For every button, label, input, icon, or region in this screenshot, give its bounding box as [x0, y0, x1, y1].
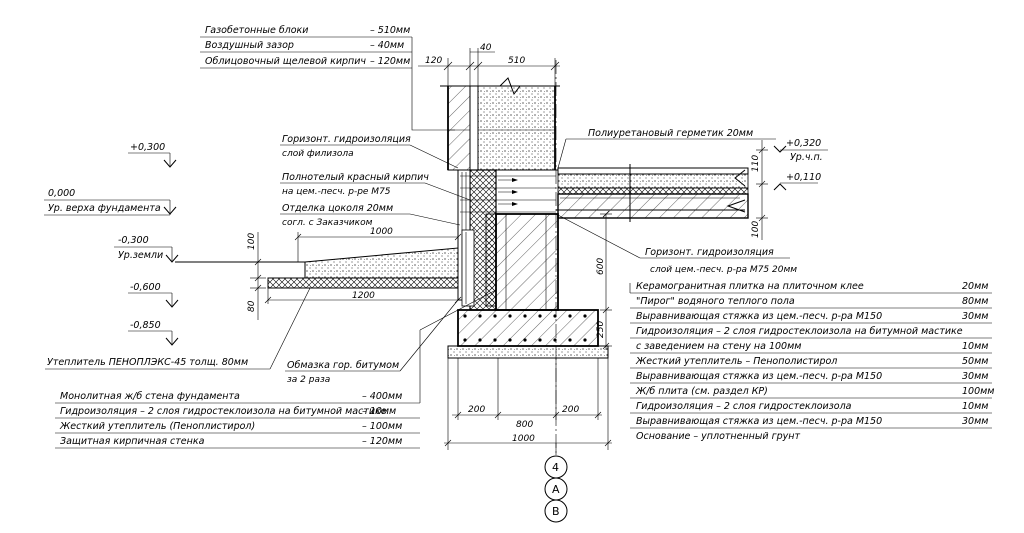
callout-bitumen-1: Обмазка гор. битумом	[287, 360, 399, 371]
dim-1200: 1200	[352, 291, 375, 301]
callouts: Горизонт. гидроизоляция слой филизола По…	[45, 128, 797, 385]
floor-spec-value-6: 30мм	[962, 371, 988, 382]
level-zero-value: 0,000	[48, 188, 75, 199]
level-p0110: +0,110	[786, 172, 821, 183]
dim-510: 510	[508, 56, 525, 66]
callout-plinth-finish-1: Отделка цоколя 20мм	[282, 203, 393, 214]
dim-100-right: 100	[751, 221, 761, 238]
floor-spec-name-7: Ж/б плита (см. раздел КР)	[635, 386, 768, 397]
level-p0300: +0,300	[130, 142, 165, 153]
top-dimensions: 120 40 510	[418, 43, 560, 86]
floor-spec-name-4: с заведением на стену на 100мм	[636, 341, 801, 352]
blind-area	[175, 247, 459, 289]
axis-markers: 4 А В	[544, 60, 568, 523]
dim-1000-bottom: 1000	[512, 434, 535, 444]
floor-spec-name-0: Керамогранитная плитка на плиточном клее	[636, 281, 864, 292]
callout-full-brick-1: Полнотелый красный кирпич	[282, 172, 429, 183]
floor-slab	[556, 164, 749, 222]
foundation-spec-name-0: Монолитная ж/б стена фундамента	[60, 391, 240, 402]
level-marks: +0,300 0,000 Ур. верха фундамента -0,300…	[44, 138, 828, 346]
wall-spec-name-0: Газобетонные блоки	[205, 25, 308, 36]
callout-plinth-finish-2: согл. с Заказчиком	[282, 218, 373, 228]
foundation-wall	[447, 213, 609, 359]
floor-spec-table: Керамогранитная плитка на плиточном клее…	[629, 281, 994, 442]
floor-spec-name-10: Основание – уплотненный грунт	[636, 431, 800, 442]
dim-250: 250	[596, 321, 606, 338]
callout-horiz-waterproof-1b: слой филизола	[282, 149, 354, 159]
foundation-spec-name-1: Гидроизоляция – 2 слоя гидростеклоизола …	[60, 406, 387, 417]
level-p0320-label: Ур.ч.п.	[790, 152, 823, 163]
foundation-spec-value-2: – 100мм	[362, 421, 402, 432]
level-m0300-label: Ур.земли	[118, 250, 163, 261]
foundation-spec-value-0: – 400мм	[362, 391, 402, 402]
foundation-spec-table: Монолитная ж/б стена фундамента – 400мм …	[55, 289, 497, 449]
floor-spec-name-9: Выравнивающая стяжка из цем.-песч. р-ра …	[636, 416, 882, 427]
wall-spec-value-0: – 510мм	[370, 25, 410, 36]
floor-spec-value-8: 10мм	[962, 401, 988, 412]
upper-wall	[440, 77, 560, 171]
floor-spec-value-0: 20мм	[962, 281, 988, 292]
dim-200-right: 200	[562, 405, 579, 415]
level-m0850: -0,850	[130, 320, 161, 331]
wall-spec-name-1: Воздушный зазор	[205, 40, 294, 51]
dim-600: 600	[596, 258, 606, 275]
wall-spec-name-2: Облицовочный щелевой кирпич	[205, 56, 366, 67]
callout-horiz-waterproof-2b: слой цем.-песч. р-ра М75 20мм	[650, 265, 797, 275]
callout-full-brick-2: на цем.-песч. р-ре М75	[282, 187, 391, 197]
callout-horiz-waterproof-2: Горизонт. гидроизоляция	[645, 247, 774, 258]
floor-spec-value-2: 30мм	[962, 311, 988, 322]
dim-1000-top: 1000	[370, 227, 393, 237]
callout-insulation: Утеплитель ПЕНОПЛЭКС-45 толщ. 80мм	[47, 357, 248, 368]
axis-label-2: В	[552, 505, 560, 518]
foundation-spec-name-2: Жесткий утеплитель (Пеноплистирол)	[59, 421, 255, 432]
floor-spec-value-1: 80мм	[962, 296, 988, 307]
callout-bitumen-2: за 2 раза	[287, 375, 330, 385]
dim-120: 120	[425, 56, 442, 66]
dim-110: 110	[751, 155, 761, 172]
floor-spec-value-4: 10мм	[962, 341, 988, 352]
callout-sealant: Полиуретановый герметик 20мм	[588, 128, 753, 139]
dim-800: 800	[516, 420, 533, 430]
wall-spec-value-2: – 120мм	[370, 56, 410, 67]
axis-label-1: А	[552, 483, 560, 496]
floor-spec-value-7: 100мм	[962, 386, 994, 397]
dimensions: 1000 1200 100 80 600 250 11	[247, 140, 768, 450]
floor-spec-name-6: Выравнивающая стяжка из цем.-песч. р-ра …	[636, 371, 882, 382]
floor-spec-value-9: 30мм	[962, 416, 988, 427]
level-m0300-value: -0,300	[118, 235, 149, 246]
dim-200-left: 200	[468, 405, 485, 415]
wall-spec-table: Газобетонные блоки – 510мм Воздушный заз…	[200, 25, 455, 131]
floor-spec-name-1: "Пирог" водяного теплого пола	[636, 296, 795, 307]
floor-spec-name-2: Выравнивающая стяжка из цем.-песч. р-ра …	[636, 311, 882, 322]
level-zero-label: Ур. верха фундамента	[48, 203, 161, 214]
axis-label-0: 4	[552, 461, 559, 474]
floor-spec-value-5: 50мм	[962, 356, 988, 367]
level-p0320-value: +0,320	[786, 138, 821, 149]
callout-horiz-waterproof-1: Горизонт. гидроизоляция	[282, 134, 411, 145]
wall-spec-value-1: – 40мм	[370, 40, 404, 51]
foundation-spec-name-3: Защитная кирпичная стенка	[60, 436, 205, 447]
dim-40: 40	[480, 43, 492, 53]
level-m0600: -0,600	[130, 282, 161, 293]
foundation-spec-value-1: – 10мм	[362, 406, 396, 417]
floor-spec-name-5: Жесткий утеплитель – Пенополистирол	[635, 356, 837, 367]
dim-80-left: 80	[247, 300, 257, 312]
foundation-spec-value-3: – 120мм	[362, 436, 402, 447]
floor-spec-name-8: Гидроизоляция – 2 слоя гидростеклоизола	[636, 401, 852, 412]
dim-100-left: 100	[247, 233, 257, 250]
floor-spec-name-3: Гидроизоляция – 2 слоя гидростеклоизола …	[636, 326, 963, 337]
